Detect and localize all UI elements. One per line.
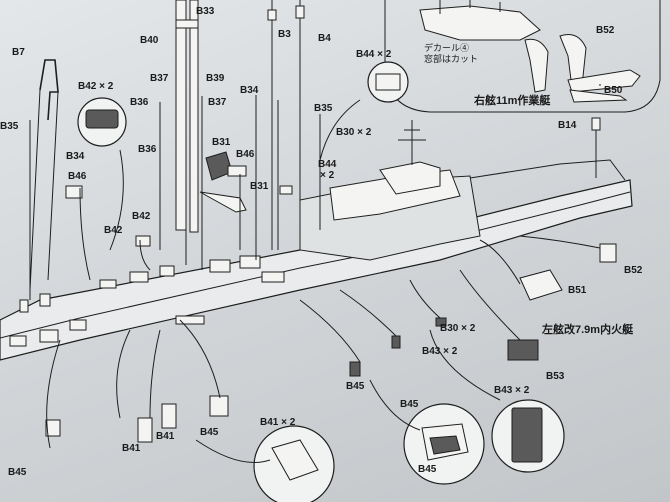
part-label: B46 <box>68 171 87 182</box>
part-label: B7 <box>12 47 25 58</box>
part-label: B45 <box>418 464 437 475</box>
part-label: B34 <box>240 85 259 96</box>
part-label: B46 <box>236 149 255 160</box>
part-label: B30 × 2 <box>440 323 476 334</box>
leader-lines <box>46 99 601 463</box>
part-label: B4 <box>318 33 331 44</box>
part-label: B40 <box>140 35 159 46</box>
mast-parts <box>29 0 601 300</box>
part-label: B31 <box>250 181 269 192</box>
part-label: B42 <box>104 225 123 236</box>
part-label: B39 <box>206 73 225 84</box>
decal-note-line2: 窓部はカット <box>424 54 479 64</box>
part-label: B45 <box>200 427 219 438</box>
part-label: B45 <box>8 467 27 478</box>
part-label: B52 <box>596 25 615 36</box>
part-label: B42 × 2 <box>78 81 114 92</box>
part-label: B37 <box>150 73 169 84</box>
part-label: B42 <box>132 211 151 222</box>
part-label: B14 <box>558 120 577 131</box>
ship-hull <box>0 120 633 361</box>
detail-bubbles <box>77 61 565 502</box>
part-label: B43 × 2 <box>422 346 458 357</box>
part-label: B36 <box>138 144 157 155</box>
part-label: B44 × 2 <box>356 49 392 60</box>
part-label: B45 <box>400 399 419 410</box>
part-label: B3 <box>278 29 291 40</box>
part-label: B31 <box>212 137 231 148</box>
part-label: × 2 <box>320 170 335 181</box>
part-label: B36 <box>130 97 149 108</box>
part-label: B45 <box>346 381 365 392</box>
loose-parts <box>45 89 628 443</box>
part-label: B30 × 2 <box>336 127 372 138</box>
part-label: B44 <box>318 159 337 170</box>
part-label: B41 <box>122 443 141 454</box>
part-label: B52 <box>624 265 643 276</box>
part-label: B33 <box>196 6 215 17</box>
part-label: B37 <box>208 97 227 108</box>
part-label: B43 × 2 <box>494 385 530 396</box>
part-label: B35 <box>0 121 19 132</box>
starboard-boat-caption: 右舷11m作業艇 <box>474 95 551 107</box>
part-label: B53 <box>546 371 565 382</box>
part-label: B35 <box>314 103 333 114</box>
port-boat-caption: 左舷改7.9m内火艇 <box>542 324 634 336</box>
part-label: B34 <box>66 151 85 162</box>
part-label: B41 <box>156 431 175 442</box>
part-label: B51 <box>568 285 587 296</box>
part-label: B41 × 2 <box>260 417 296 428</box>
decal-note-line1: デカール④ <box>424 43 470 53</box>
part-label: B50 <box>604 85 623 96</box>
